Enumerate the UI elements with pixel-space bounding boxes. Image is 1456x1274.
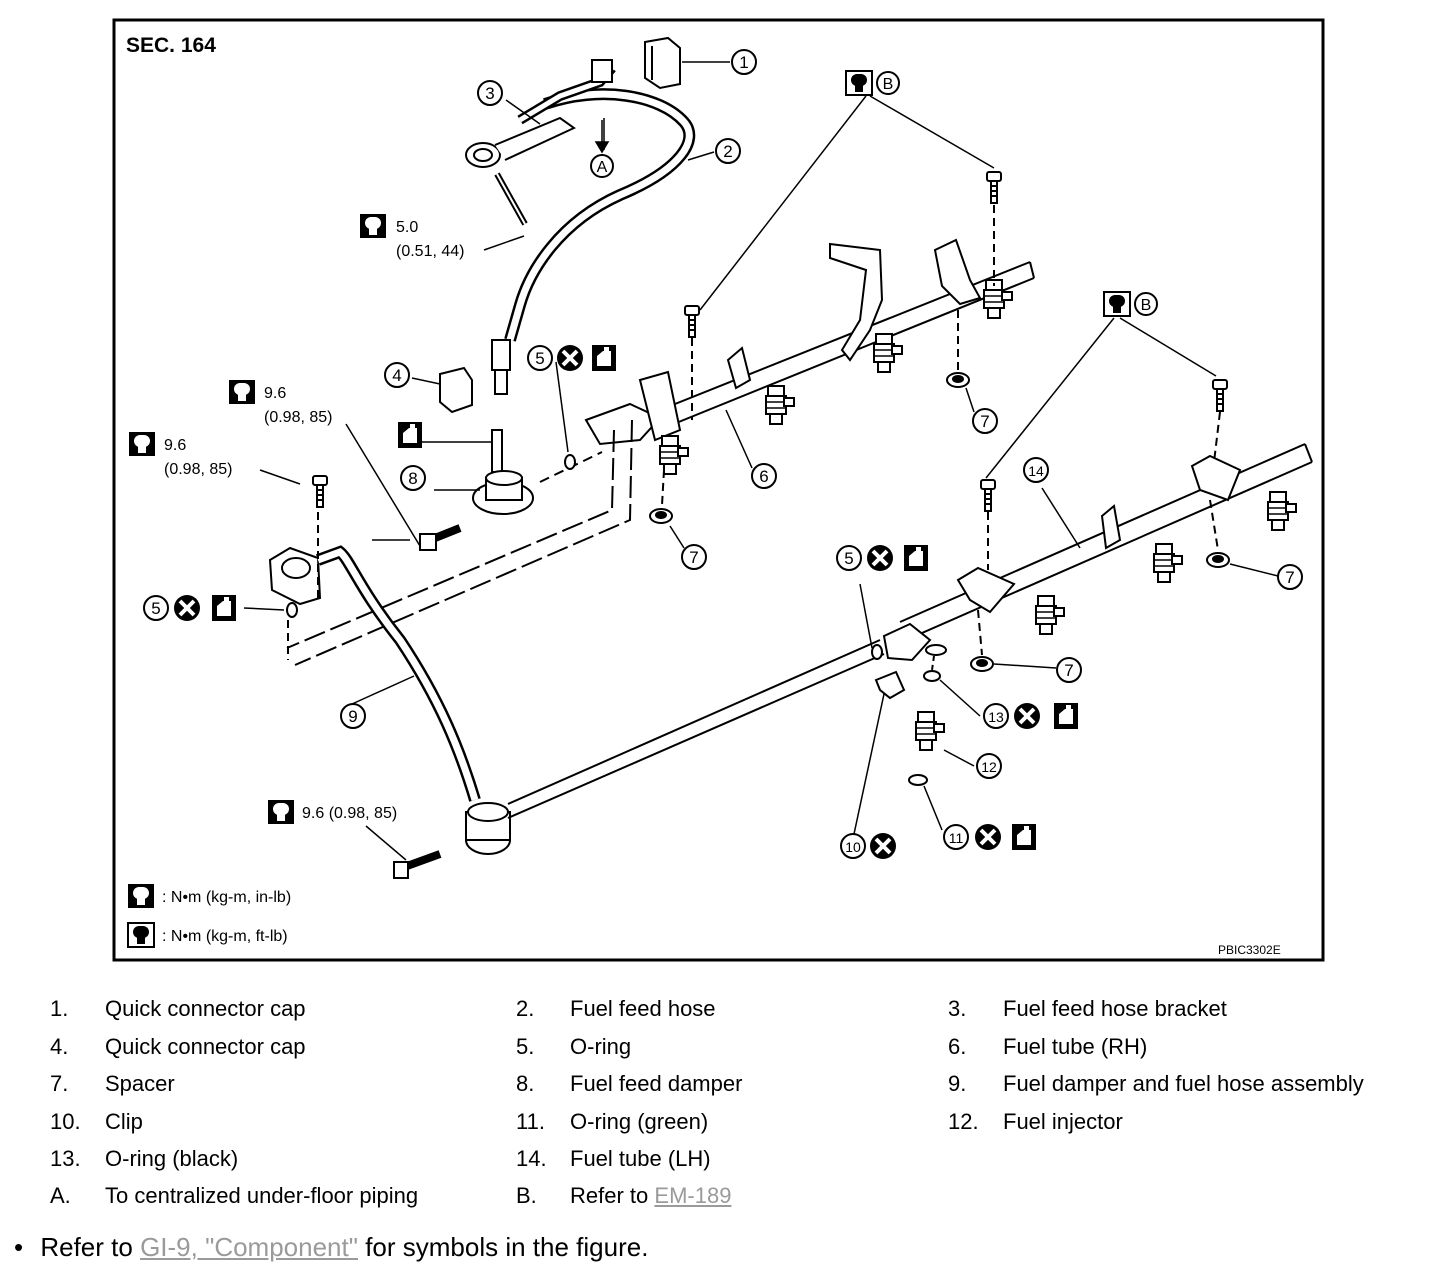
torque-labels: 5.0 (0.51, 44) 9.6 (0.98, 85) 9.6 (0.98,…	[129, 214, 464, 824]
callout-6: 6	[759, 467, 768, 486]
fuel-system-diagram: SEC. 164 PBIC3302E	[112, 18, 1325, 962]
legend-text: Fuel damper and fuel hose assembly	[1003, 1071, 1364, 1096]
torque-1-value: 5.0	[396, 219, 418, 236]
oil-icon	[398, 422, 422, 448]
legend-number: 13.	[50, 1146, 81, 1171]
legend-text: Fuel feed hose	[570, 996, 716, 1021]
legend-number: 7.	[50, 1071, 69, 1096]
note-bullet: •	[14, 1232, 24, 1262]
callout-8: 8	[408, 469, 417, 488]
replace-icon	[865, 543, 895, 573]
legend-text: O-ring (green)	[570, 1109, 709, 1134]
legend-text: O-ring	[570, 1034, 632, 1059]
torque-icon	[229, 380, 255, 404]
torque-3-value: 9.6	[164, 437, 186, 454]
callout-7c: 7	[1285, 568, 1294, 587]
oil-icon	[1054, 703, 1078, 729]
em-189-link[interactable]: EM-189	[654, 1183, 732, 1208]
callout-11: 11	[949, 830, 964, 846]
torque-1-detail: (0.51, 44)	[396, 243, 464, 260]
callout-12: 12	[981, 759, 997, 775]
legend-text: Refer to EM-189	[570, 1183, 731, 1209]
legend-number: 9.	[948, 1071, 967, 1096]
legend-number: 5.	[516, 1034, 535, 1059]
oil-icon	[212, 595, 236, 621]
torque-2-detail: (0.98, 85)	[264, 409, 332, 426]
key-inlb: : N•m (kg-m, in-lb)	[162, 889, 291, 906]
legend-number: 12.	[948, 1109, 979, 1134]
section-label: SEC. 164	[126, 34, 216, 57]
key-ftlb: : N•m (kg-m, ft-lb)	[162, 928, 288, 945]
legend-number: 8.	[516, 1071, 535, 1096]
torque-4-value: 9.6 (0.98, 85)	[302, 805, 397, 822]
callout-b1: B	[883, 76, 894, 93]
legend-number: 2.	[516, 996, 535, 1021]
legend-number: 6.	[948, 1034, 967, 1059]
note-suffix: for symbols in the figure.	[365, 1232, 649, 1262]
leader-lines	[243, 61, 1279, 861]
legend-text: Spacer	[105, 1071, 175, 1096]
figure-frame	[112, 18, 1325, 962]
legend-number: 10.	[50, 1109, 81, 1134]
legend-number: A.	[50, 1183, 71, 1208]
legend-number: 4.	[50, 1034, 69, 1059]
legend-text: Fuel injector	[1003, 1109, 1123, 1134]
legend-text: To centralized under-floor piping	[105, 1183, 419, 1208]
callout-5a: 5	[535, 349, 544, 368]
callout-13: 13	[988, 709, 1004, 725]
torque-open-icon	[127, 922, 155, 948]
replace-icon	[973, 822, 1003, 852]
oil-icon	[904, 545, 928, 571]
oil-icon	[592, 345, 616, 371]
callout-7d: 7	[1064, 661, 1073, 680]
legend-number: 1.	[50, 996, 69, 1021]
torque-icon	[128, 884, 154, 908]
legend-number: 3.	[948, 996, 967, 1021]
callout-9: 9	[348, 707, 357, 726]
legend-refer-text: Refer to	[570, 1183, 649, 1208]
legend-text: Clip	[105, 1109, 143, 1134]
torque-icon	[360, 214, 386, 238]
torque-open-icon	[845, 70, 873, 96]
legend-text: Quick connector cap	[105, 1034, 306, 1059]
callout-14: 14	[1028, 463, 1044, 479]
callout-b2: B	[1141, 297, 1152, 314]
legend-text: Quick connector cap	[105, 996, 306, 1021]
figure-code: PBIC3302E	[1218, 943, 1281, 957]
legend-text: Fuel tube (RH)	[1003, 1034, 1148, 1059]
callout-7a: 7	[980, 412, 989, 431]
callout-7b: 7	[689, 548, 698, 567]
torque-2-value: 9.6	[264, 385, 286, 402]
replace-icon	[868, 831, 898, 861]
piping-drawing	[268, 36, 1313, 879]
callout-5c: 5	[844, 549, 853, 568]
torque-icon	[268, 800, 294, 824]
note-prefix: Refer to	[40, 1232, 133, 1262]
callout-a: A	[597, 159, 608, 176]
callout-10: 10	[845, 839, 861, 855]
legend-number: 11.	[516, 1109, 545, 1134]
units-key: : N•m (kg-m, in-lb) : N•m (kg-m, ft-lb)	[127, 884, 291, 948]
gi-9-component-link[interactable]: GI-9, "Component"	[140, 1232, 358, 1262]
legend-number: B.	[516, 1183, 537, 1208]
callout-5b: 5	[151, 599, 160, 618]
callout-4: 4	[392, 366, 401, 385]
replace-icon	[1012, 701, 1042, 731]
callout-group: 1 2 3 4 5 5 5 6 7 7 7 7 8 9 10 11 12 13	[143, 49, 1303, 859]
torque-3-detail: (0.98, 85)	[164, 461, 232, 478]
oil-icon	[1012, 824, 1036, 850]
callout-2: 2	[723, 142, 732, 161]
callout-3: 3	[485, 84, 494, 103]
torque-icon	[129, 432, 155, 456]
legend-text: O-ring (black)	[105, 1146, 239, 1171]
legend-text: Fuel feed damper	[570, 1071, 743, 1096]
callout-1: 1	[739, 53, 748, 72]
legend-text: Fuel feed hose bracket	[1003, 996, 1227, 1021]
legend-number: 14.	[516, 1146, 547, 1171]
replace-icon	[172, 593, 202, 623]
symbols-note: • Refer to GI-9, "Component" for symbols…	[14, 1232, 648, 1262]
replace-icon	[555, 343, 585, 373]
legend-text: Fuel tube (LH)	[570, 1146, 711, 1171]
torque-open-icon	[1103, 291, 1131, 317]
